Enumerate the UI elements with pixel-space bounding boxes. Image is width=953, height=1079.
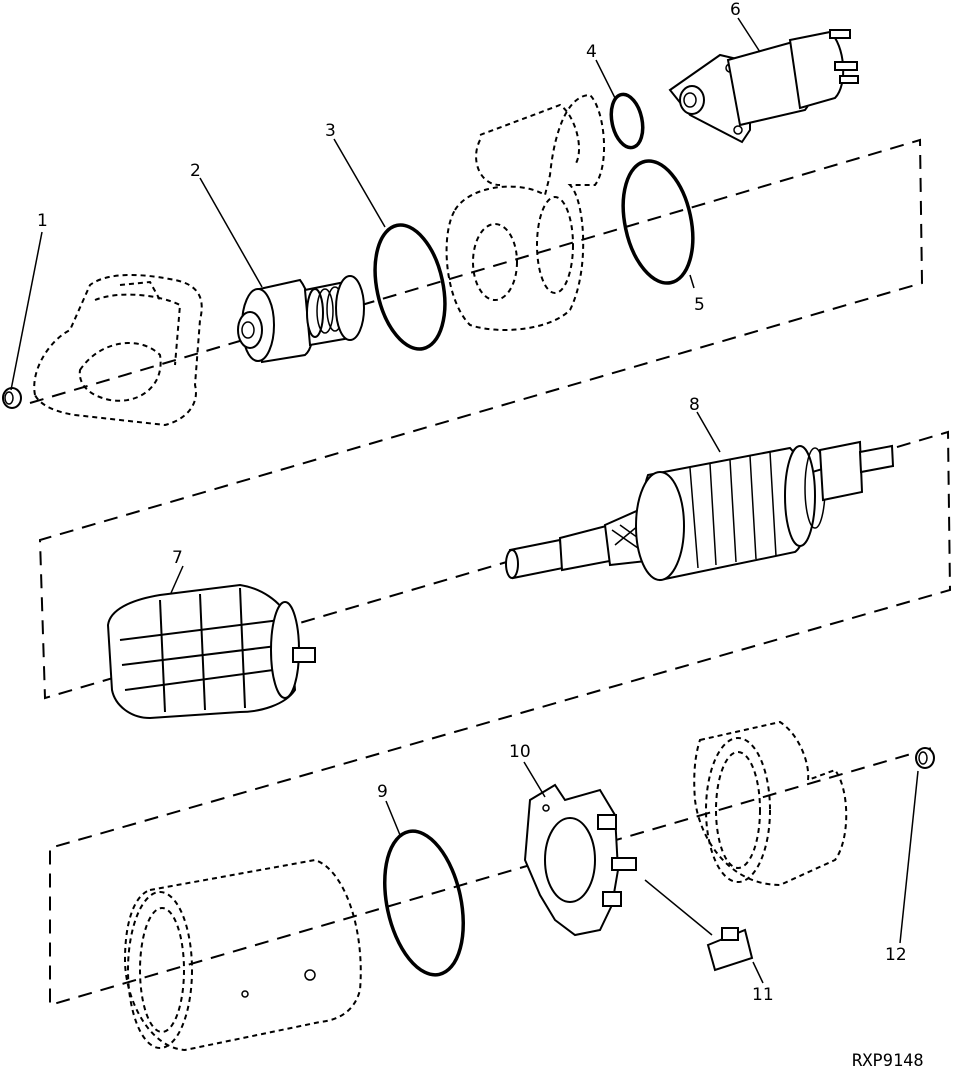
part-11-brush-holder: [644, 879, 754, 972]
drive-end-housing: [33, 274, 203, 427]
callout-9: 9: [377, 782, 388, 802]
leader-lines: [10, 17, 919, 984]
frame-housing: [123, 858, 362, 1052]
part-10-brush-plate: [523, 783, 637, 937]
part-1-bushing: [2, 387, 22, 409]
callout-labels: 1 2 3 4 5 6 7 8 9 10 11 12: [37, 0, 907, 1005]
assembly-centerlines: [29, 138, 952, 1007]
callout-6: 6: [730, 0, 741, 20]
part-9-o-ring: [383, 829, 465, 977]
callout-1: 1: [37, 211, 48, 231]
callout-3: 3: [325, 121, 336, 141]
part-7-field-coil: [106, 583, 316, 720]
figure-id: RXP9148: [852, 1051, 924, 1071]
callout-4: 4: [586, 42, 597, 62]
part-3-o-ring: [373, 223, 447, 351]
callout-12: 12: [885, 945, 907, 965]
callout-11: 11: [752, 985, 774, 1005]
part-4-small-o-ring: [609, 92, 645, 150]
part-5-o-ring: [621, 159, 695, 285]
commutator-end-frame: [693, 720, 848, 887]
callout-10: 10: [509, 742, 531, 762]
callout-5: 5: [694, 295, 705, 315]
callout-7: 7: [172, 548, 183, 568]
part-12-bushing: [915, 747, 935, 769]
part-6-solenoid: [668, 29, 859, 144]
part-8-armature: [505, 440, 895, 582]
part-2-drive-pinion: [237, 275, 365, 364]
lever-housing: [445, 93, 605, 331]
callout-2: 2: [190, 161, 201, 181]
callout-8: 8: [689, 395, 700, 415]
